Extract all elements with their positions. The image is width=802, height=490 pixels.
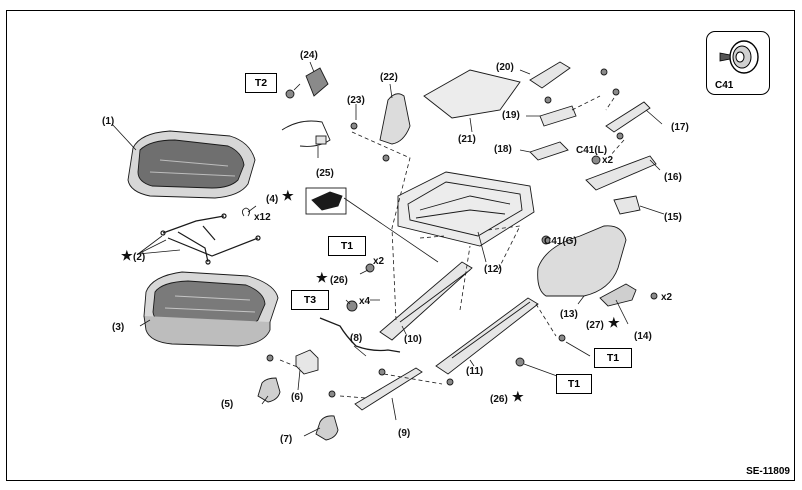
callout-4: (4) [266, 194, 279, 205]
diagram-frame [6, 10, 795, 481]
callout-10: (10) [404, 334, 422, 345]
torque-tag-t3: T3 [291, 290, 329, 310]
clip-icon [719, 40, 759, 74]
cable-8 [319, 317, 401, 353]
clip-label-c41l: C41(L) [576, 145, 608, 156]
harness-25 [281, 120, 331, 147]
callout-3: (3) [112, 322, 125, 333]
callout-9: (9) [398, 428, 411, 439]
callout-16: (16) [664, 172, 682, 183]
callout-12: (12) [484, 264, 502, 275]
qty-x2-14: x2 [661, 292, 673, 303]
assembly-lines [279, 95, 625, 399]
cover-14 [599, 283, 637, 307]
bracket-19 [539, 105, 577, 127]
torque-tag-t1-right-a: T1 [594, 348, 632, 368]
seat-cushion-assembly [143, 271, 279, 347]
switch-24 [305, 67, 329, 97]
callout-1: (1) [102, 116, 115, 127]
callout-22: (22) [380, 72, 398, 83]
bracket-15 [613, 195, 641, 215]
hog-ring [241, 207, 251, 217]
star-mark-2: ★ [121, 248, 133, 263]
callout-13: (13) [560, 309, 578, 320]
side-shield-13 [537, 225, 627, 297]
trim-20 [529, 61, 571, 89]
cushion-wires [160, 213, 261, 265]
callout-24: (24) [300, 50, 318, 61]
special-tool-icon [311, 191, 343, 211]
callout-6: (6) [291, 392, 304, 403]
star-mark-27: ★ [608, 315, 620, 330]
callout-21: (21) [458, 134, 476, 145]
rail-cover-9 [354, 367, 423, 411]
star-mark-26-lower: ★ [512, 389, 524, 404]
bracket-6 [295, 349, 319, 375]
trim-17 [605, 101, 651, 133]
cover-5 [257, 377, 281, 403]
rail-10 [379, 261, 473, 341]
torque-tag-t1-right-b: T1 [556, 374, 592, 394]
qty-x2-26: x2 [373, 256, 385, 267]
callout-26-upper: (26) [330, 275, 348, 286]
star-mark-26-upper: ★ [316, 270, 328, 285]
callout-18: (18) [494, 144, 512, 155]
bracket-18 [529, 141, 569, 161]
qty-x4: x4 [359, 296, 371, 307]
callout-20: (20) [496, 62, 514, 73]
cover-22 [379, 93, 411, 145]
callout-2: (2) [133, 252, 146, 263]
callout-25: (25) [316, 168, 334, 179]
callout-11: (11) [466, 366, 484, 377]
callout-14: (14) [634, 331, 652, 342]
callout-7: (7) [280, 434, 293, 445]
callout-19: (19) [502, 110, 520, 121]
connector-25 [315, 135, 327, 145]
qty-x2-c41l: x2 [602, 155, 614, 166]
callout-8: (8) [350, 333, 363, 344]
cover-7 [315, 415, 339, 441]
torque-tag-t1-upper: T1 [328, 236, 366, 256]
qty-x12: x12 [254, 212, 271, 223]
callout-26-lower: (26) [490, 394, 508, 405]
callout-5: (5) [221, 399, 234, 410]
torque-tag-t2: T2 [245, 73, 277, 93]
trim-16 [585, 155, 657, 191]
document-id: SE-11809 [746, 466, 790, 477]
callout-15: (15) [664, 212, 682, 223]
seat-pan-21 [423, 69, 521, 119]
clip-legend-label: C41 [715, 80, 734, 91]
seat-cushion-pad [127, 130, 256, 199]
callout-27: (27) [586, 320, 604, 331]
seat-frame-12 [397, 171, 535, 247]
star-mark-4: ★ [282, 188, 294, 203]
callout-23: (23) [347, 95, 365, 106]
callout-17: (17) [671, 122, 689, 133]
fasteners [266, 68, 658, 398]
clip-label-c41g: C41(G) [544, 236, 577, 247]
rail-11 [435, 297, 539, 375]
clip-legend-box: C41 [706, 31, 770, 95]
